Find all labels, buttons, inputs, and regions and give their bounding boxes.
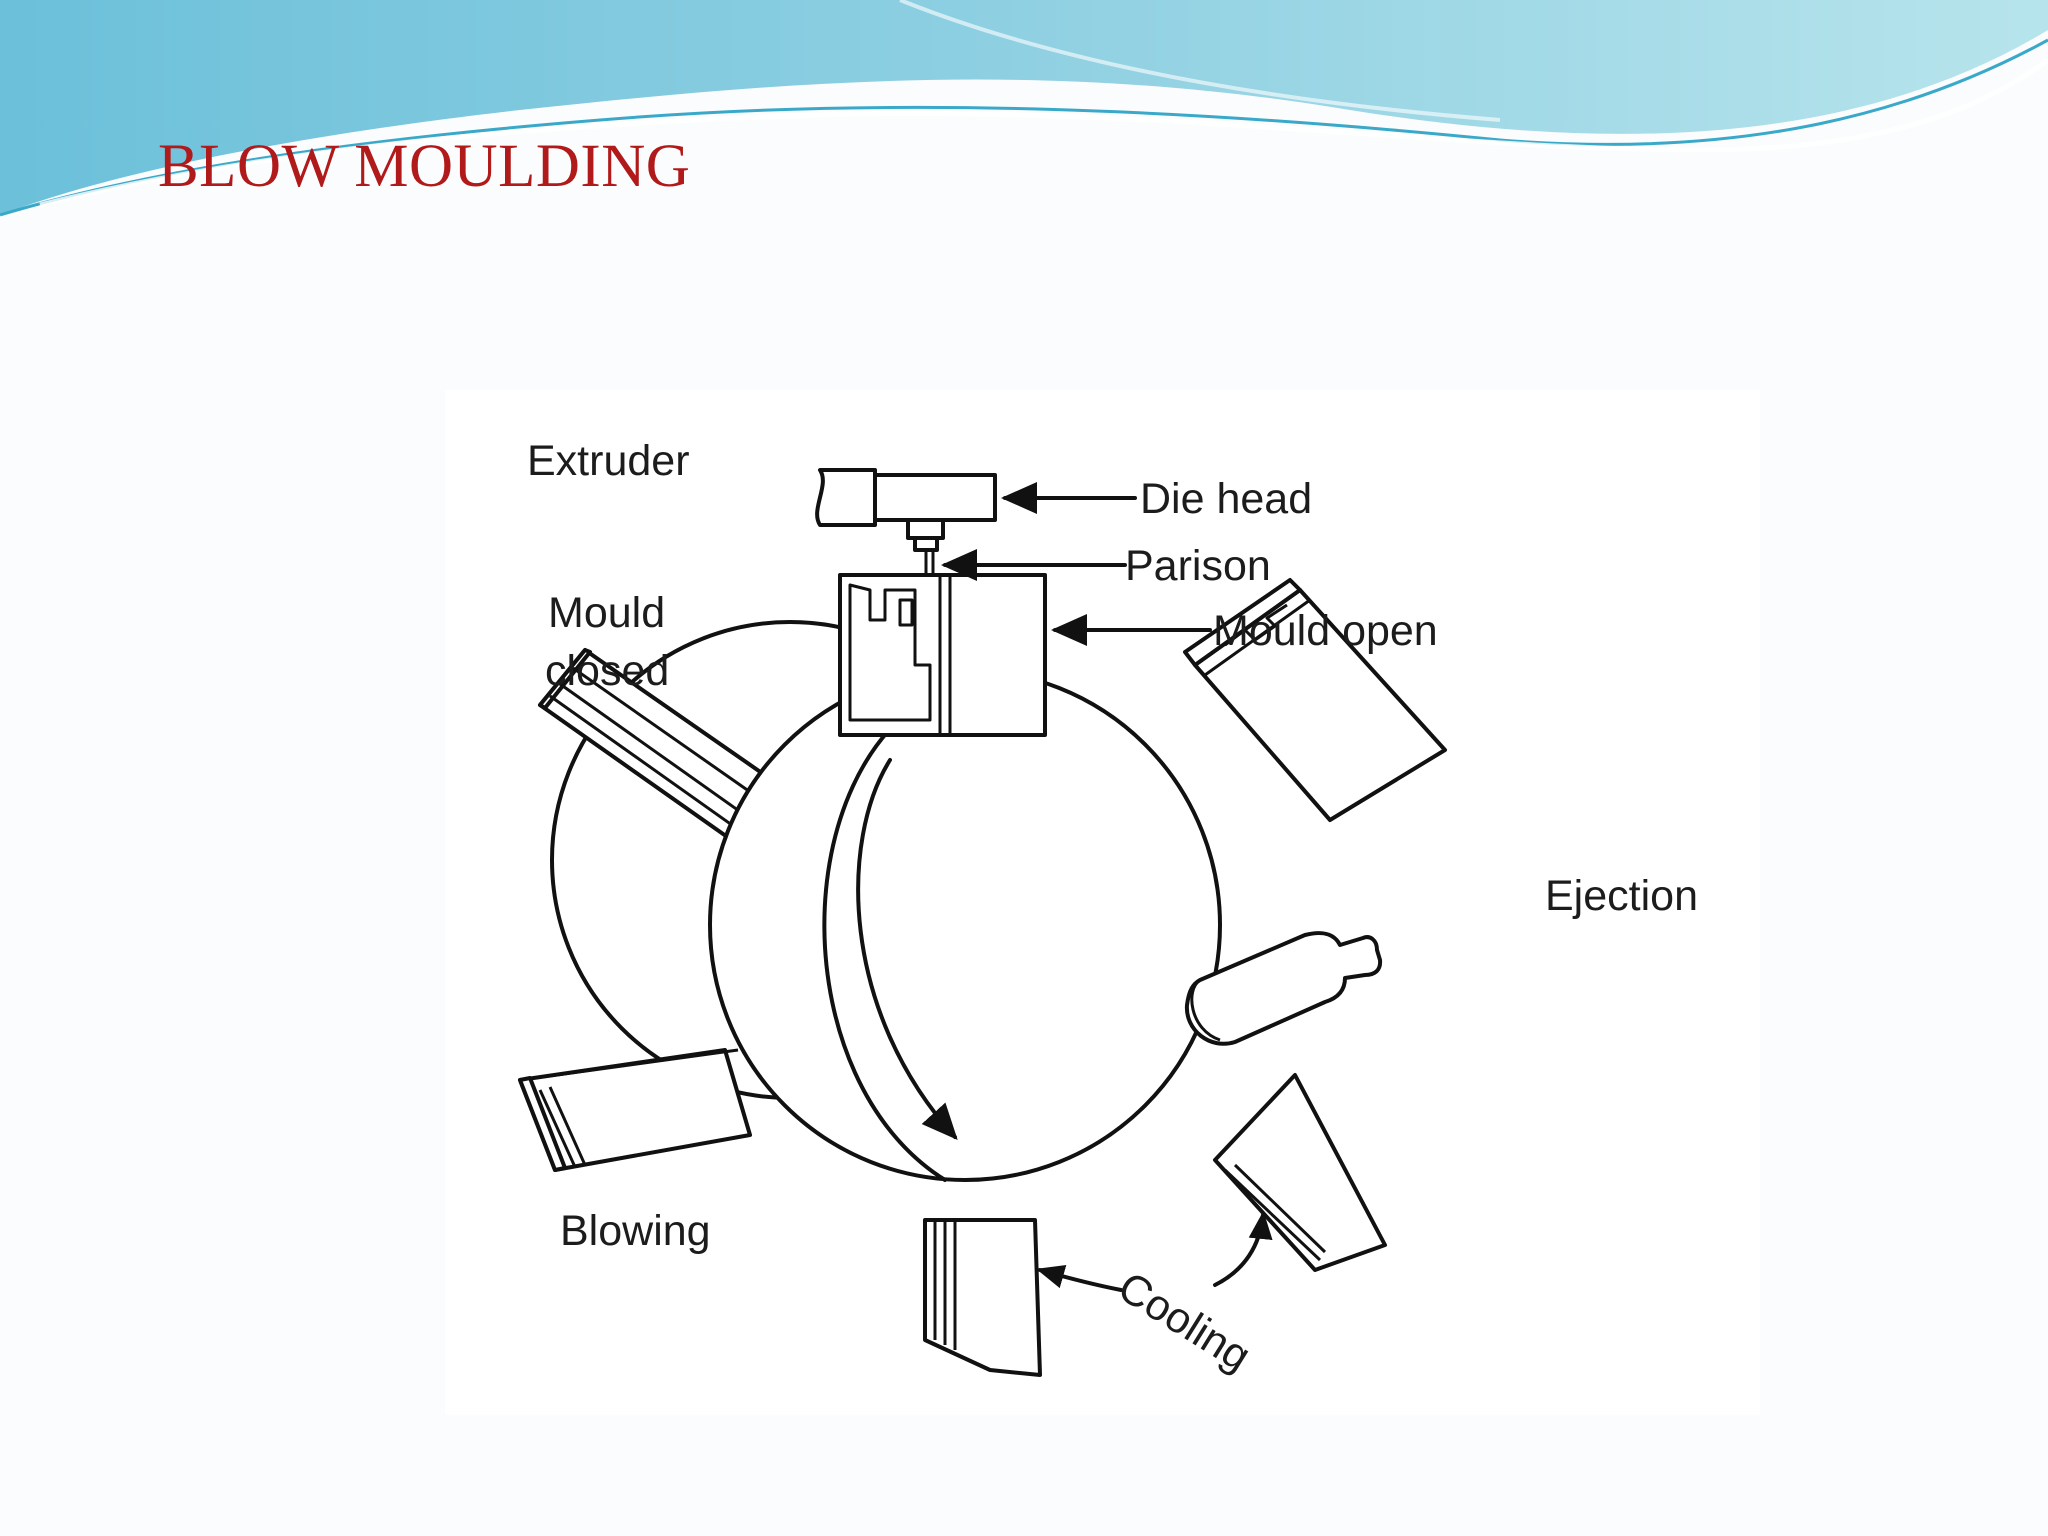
label-parison: Parison xyxy=(1125,542,1271,590)
slide-title: BLOW MOULDING xyxy=(158,133,691,200)
extruder-die-head-assembly xyxy=(815,468,997,575)
cooling-arrow-bottom xyxy=(1036,1265,1123,1292)
label-ejection: Ejection xyxy=(1545,872,1698,920)
label-extruder: Extruder xyxy=(527,437,690,485)
header-wave-decoration xyxy=(0,0,2048,217)
label-die-head: Die head xyxy=(1140,475,1312,523)
cooling-station-bottom xyxy=(923,1218,1042,1377)
blowing-station xyxy=(518,1048,752,1172)
label-mould-open: Mould open xyxy=(1213,607,1438,655)
station-upper-right xyxy=(1183,578,1447,822)
label-mould-closed-line1: Mould xyxy=(548,589,665,637)
label-cooling: Cooling xyxy=(1110,1263,1259,1381)
front-turntable-disc xyxy=(708,668,1222,1182)
rotation-arrow xyxy=(856,758,958,1140)
label-mould-closed-line2: closed xyxy=(545,647,669,695)
cooling-station-right xyxy=(1213,1073,1387,1272)
mould-open-station xyxy=(838,573,1047,737)
cooling-arrow-right xyxy=(1213,1211,1273,1287)
label-blowing: Blowing xyxy=(560,1207,711,1255)
blow-moulding-diagram: Extruder Die head Parison Mould open Mou… xyxy=(518,437,1698,1381)
ejected-bottle xyxy=(1184,931,1383,1046)
diagram-panel: Extruder Die head Parison Mould open Mou… xyxy=(445,390,1760,1415)
